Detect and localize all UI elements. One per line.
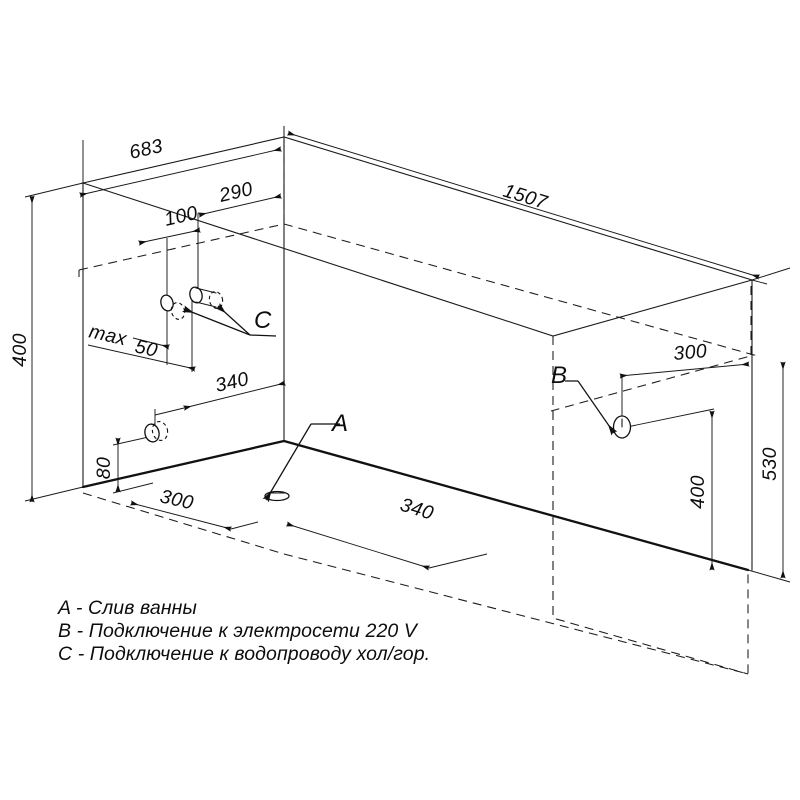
dimension-1507: 1507 (283, 126, 768, 285)
tub-inner-rim-hidden (78, 223, 756, 412)
dimension-max-50: max 50 (87, 297, 197, 372)
leader-c-underline (249, 334, 277, 337)
dim-1507-label: 1507 (501, 180, 551, 214)
water-pipe-hot-hidden-icon (208, 291, 224, 309)
dim-290-label: 290 (216, 178, 255, 207)
marker-c-label: C (254, 307, 272, 334)
leader-a-to-floor-drain (262, 423, 312, 503)
water-pipe-hot-body-bottom (195, 301, 217, 308)
dim-340F-line (285, 521, 431, 571)
dimension-300-socket: 300 (619, 340, 750, 418)
dim-300-socket-label: 300 (673, 340, 709, 365)
dim-1507-ext-right (751, 279, 768, 285)
dimension-400-left: 400 (9, 182, 84, 503)
leader-c-to-cold-pipe (182, 305, 251, 336)
dimension-340-floor: 340 (285, 494, 488, 571)
dim-683-line (78, 146, 283, 198)
legend-item-b: B - Подключение к электросети 220 V (58, 620, 417, 642)
dim-100-line (137, 227, 202, 246)
dim-1507-line (286, 130, 761, 280)
dim-290-line (197, 193, 283, 218)
dim-340F-ext-jog (428, 553, 488, 569)
wall-drain-outlet-icon (144, 423, 160, 443)
legend-block: A - Слив ванны B - Подключение к электро… (58, 597, 578, 666)
dim-530-label: 530 (759, 447, 781, 481)
dimension-300-floor: 300 (129, 485, 259, 532)
dim-50-inner-arrow (132, 337, 171, 350)
dim-50-label: 50 (133, 335, 160, 361)
dim-80-ext-bottom (112, 482, 154, 494)
dim-400-left-label: 400 (9, 333, 31, 367)
tub-right-end-hidden-face (552, 411, 749, 675)
dim-100-label: 100 (162, 202, 200, 231)
dimension-80: 80 (93, 435, 154, 494)
marker-b-label: B (551, 362, 567, 389)
dim-340W-line (182, 380, 287, 411)
dim-683-label: 683 (127, 135, 165, 164)
dim-340W-ext-jog (154, 407, 185, 416)
dim-300S-line (619, 361, 750, 379)
dim-400L-ext-top (24, 182, 84, 198)
dim-80-label: 80 (93, 457, 115, 480)
dim-530-ext-top (751, 267, 791, 281)
dimension-100: 100 (137, 202, 202, 299)
dim-50-line (87, 344, 197, 372)
leader-c-to-hot-pipe (215, 302, 251, 336)
marker-a-label: A (330, 410, 348, 437)
dimension-340-wall: 340 (154, 368, 287, 430)
water-supply-fitting-group: C (160, 286, 277, 337)
dim-300-floor-label: 300 (158, 485, 196, 514)
leader-b-to-socket (577, 380, 618, 436)
dim-400R-ext-top (621, 408, 715, 429)
legend-item-c: C - Подключение к водопроводу хол/гор. (58, 643, 431, 665)
floor-plane-front-edges (81, 439, 750, 572)
water-pipe-hot-body-top (195, 287, 217, 294)
wall-drain-outlet-hidden-icon (151, 421, 169, 441)
dim-300F-ext-jog (230, 521, 259, 530)
dimension-530: 530 (747, 267, 791, 583)
dim-300F-line (129, 500, 233, 532)
wall-drain-fitting-group (144, 421, 169, 443)
dimension-290: 290 (197, 178, 285, 294)
floor-drain-fitting-group: A (262, 410, 348, 503)
water-pipe-cold-icon (160, 294, 174, 312)
dim-530-ext-bottom (747, 569, 791, 583)
dim-340-floor-label: 340 (398, 494, 437, 525)
tub-top-rim-outline (80, 136, 754, 337)
dimension-400-right: 400 (621, 408, 715, 571)
dim-400L-ext-bottom (24, 486, 84, 502)
dim-400-right-label: 400 (687, 475, 709, 509)
legend-item-a: A - Слив ванны (58, 597, 197, 619)
power-socket-fitting-group: B (551, 362, 632, 439)
